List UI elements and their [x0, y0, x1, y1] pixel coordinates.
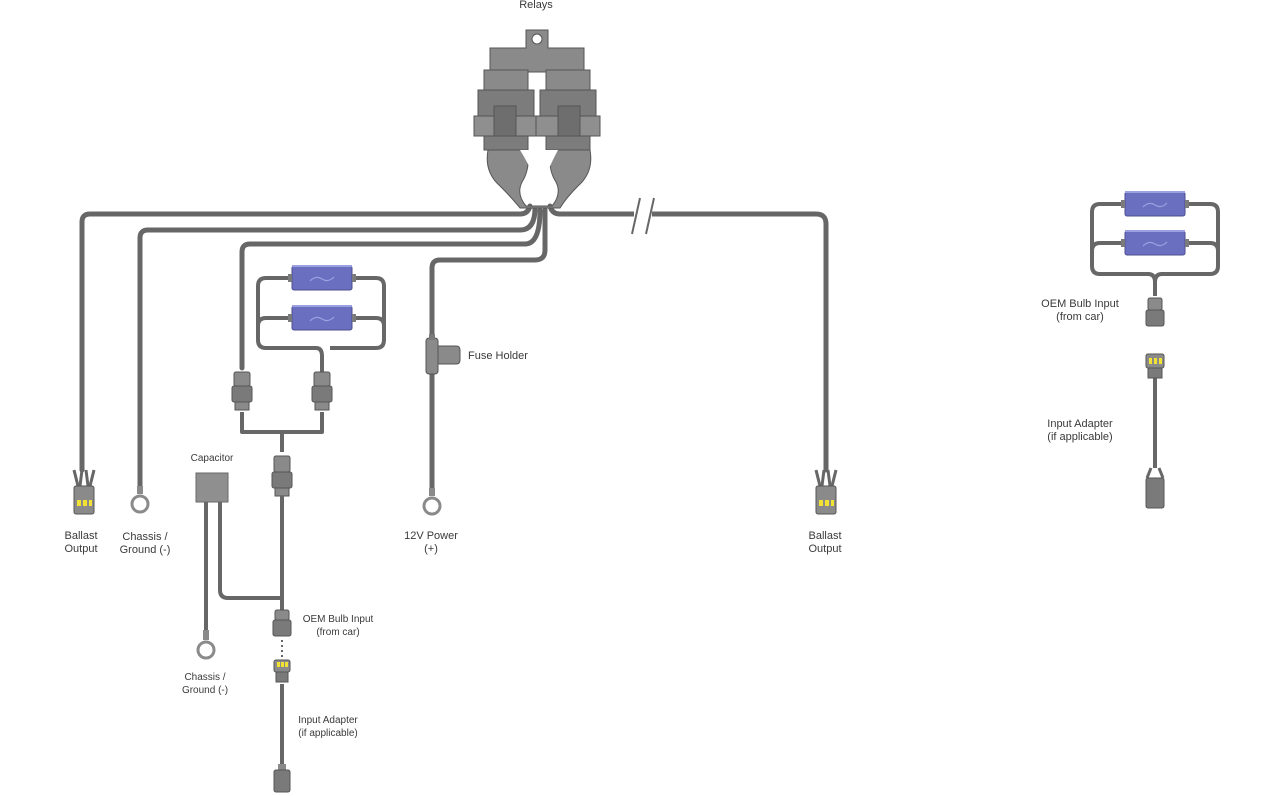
capacitor-box-icon [195, 472, 229, 503]
capacitor-wires [204, 496, 284, 766]
harness-wires [79, 203, 829, 493]
chassis-ground-top-label: Chassis / Ground (-) [119, 531, 171, 556]
oem-bulb-input-connector-icon [1145, 297, 1165, 327]
relays-assembly [473, 29, 601, 209]
ring-terminal-icon [422, 488, 442, 516]
fuse-holder-icon [425, 334, 461, 375]
ring-terminal-icon [130, 486, 150, 514]
connector-plug-icon [231, 371, 253, 411]
ballast-output-right-label: Ballast Output [808, 530, 842, 555]
oem-bulb-input-connector-icon [272, 609, 292, 637]
ballast-output-right-connector-icon [814, 469, 838, 515]
connector-plug-icon [311, 371, 333, 411]
connector-plug-icon [271, 455, 293, 497]
input-adapter-right [1145, 353, 1165, 509]
fuse-holder-label: Fuse Holder [468, 350, 528, 362]
resistor-icon [1120, 230, 1190, 256]
resistor-icon [287, 265, 357, 291]
relay-right-icon [535, 69, 601, 151]
ballast-output-left-connector-icon [72, 469, 96, 515]
resistor-block-center [231, 265, 386, 497]
wire-break-mark [631, 197, 655, 235]
ballast-output-left-label: Ballast Output [64, 530, 98, 555]
oem-bulb-input-center-label: OEM Bulb Input (from car) [302, 614, 374, 638]
input-adapter-plug-icon [273, 764, 291, 793]
capacitor-label: Capacitor [190, 453, 234, 464]
input-adapter-plug-icon [1145, 467, 1165, 509]
input-adapter-center-label: Input Adapter (if applicable) [298, 715, 358, 739]
chassis-ground-bottom-label: Chassis / Ground (-) [181, 672, 229, 696]
oem-bulb-input-right-label: OEM Bulb Input (from car) [1041, 298, 1119, 323]
ring-terminal-icon [196, 630, 216, 660]
input-adapter-connector-icon [1145, 353, 1165, 379]
resistor-icon [287, 305, 357, 331]
power-12v-label: 12V Power (+) [404, 530, 458, 555]
relays-label: Relays [519, 0, 553, 11]
relay-left-icon [473, 69, 539, 151]
resistor-block-right [1090, 191, 1220, 327]
input-adapter-right-label: Input Adapter (if applicable) [1047, 418, 1113, 443]
resistor-icon [1120, 191, 1190, 217]
input-adapter-connector-icon [273, 659, 291, 683]
